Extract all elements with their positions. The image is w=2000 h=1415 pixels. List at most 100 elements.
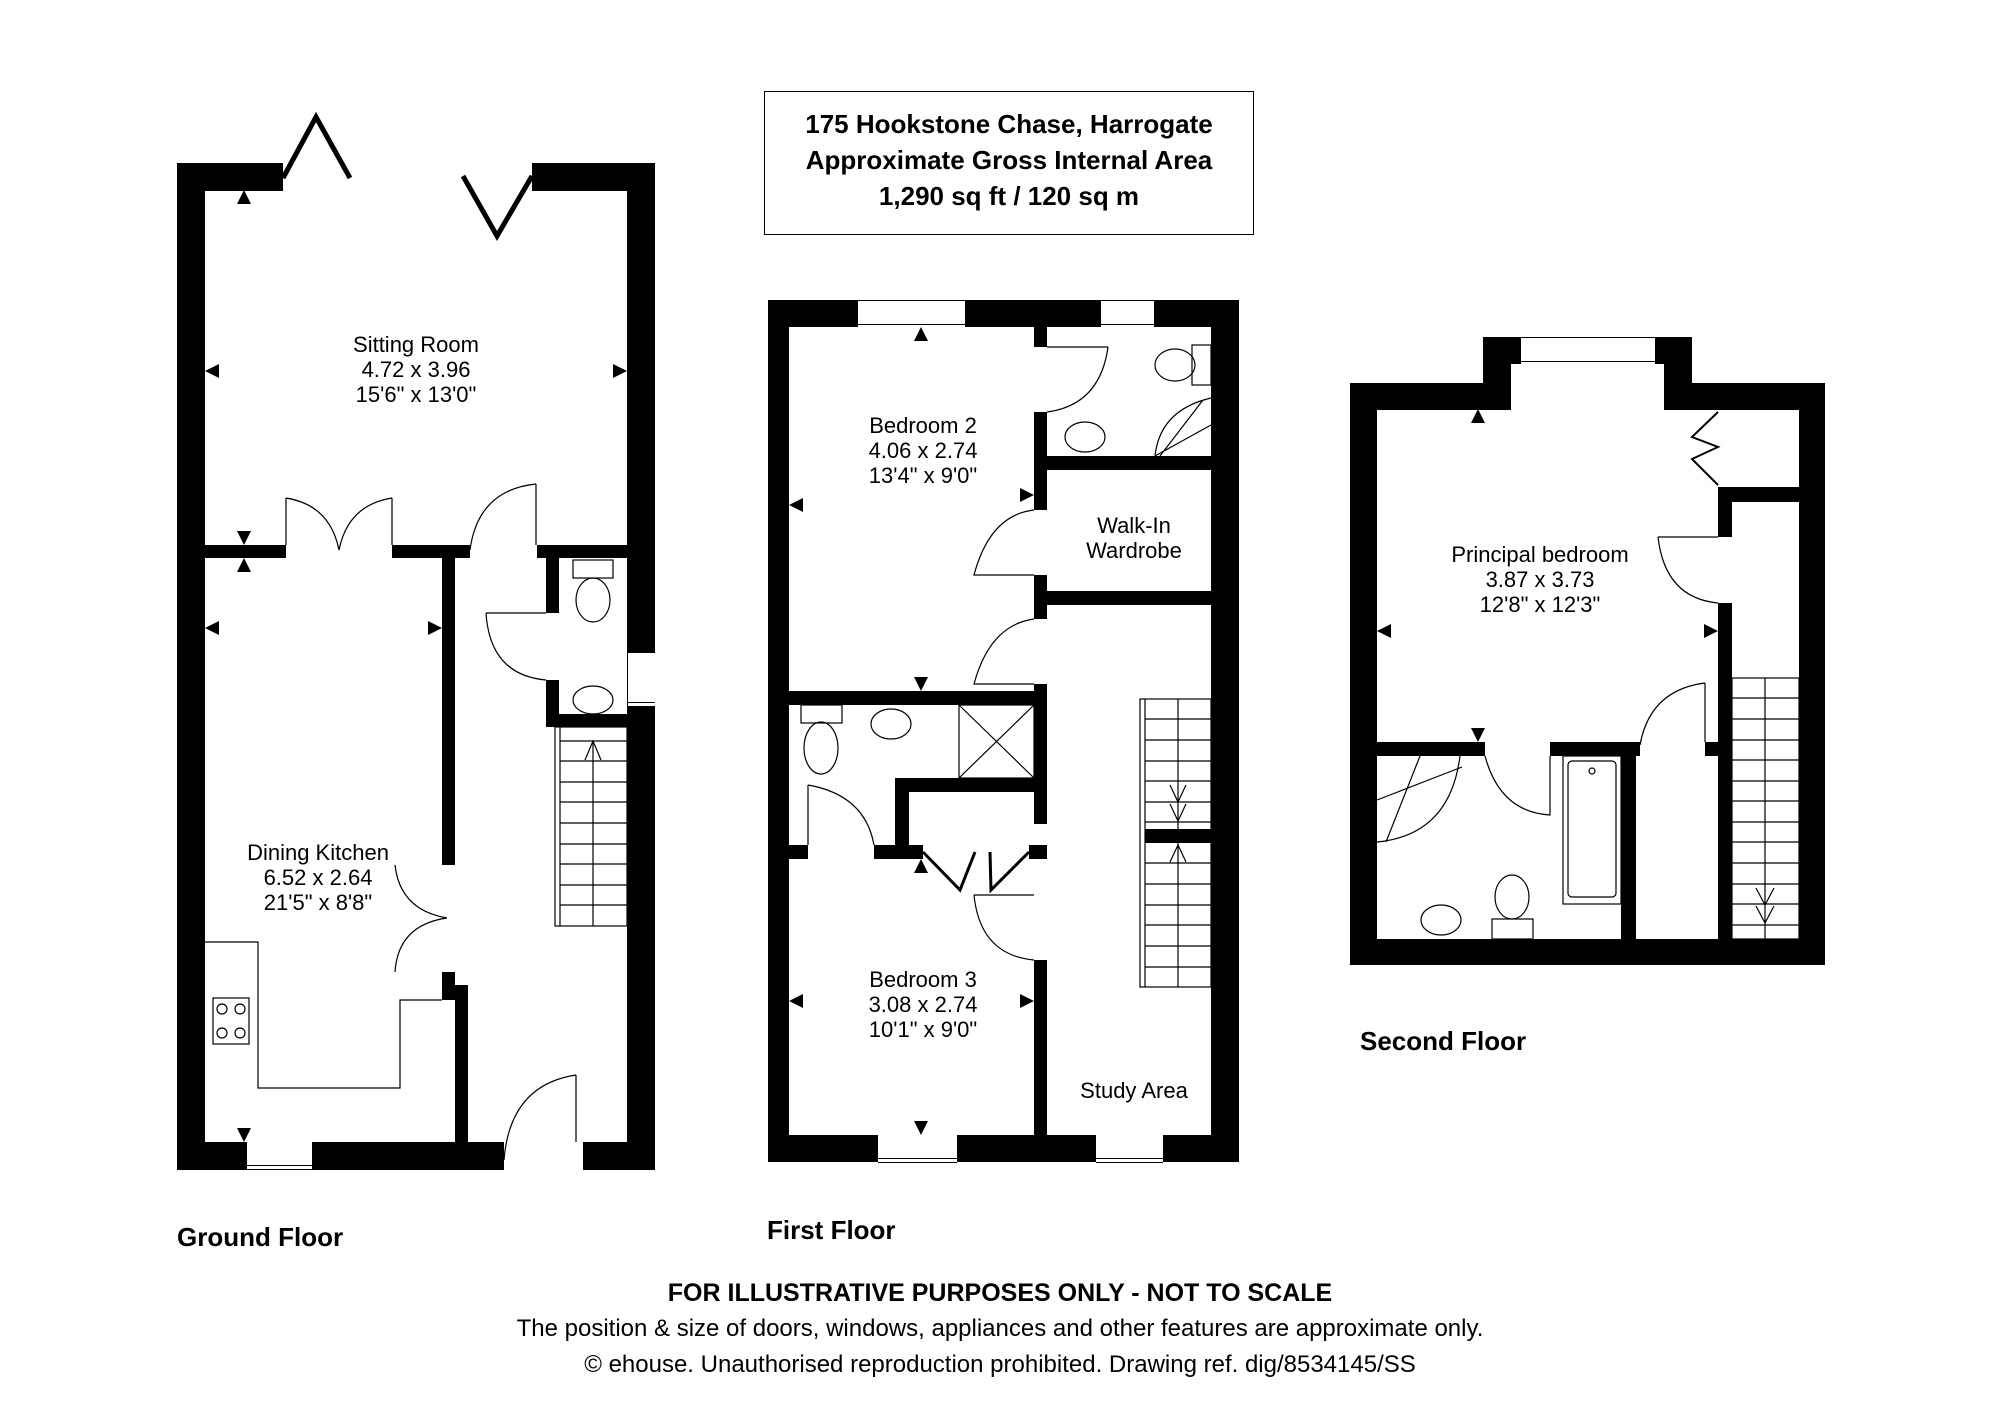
wall <box>546 555 559 613</box>
room-label-study-area: Study Area <box>1064 1078 1204 1103</box>
room-name: Principal bedroom <box>1451 542 1629 567</box>
room-name: Study Area <box>1080 1078 1188 1103</box>
hob-icon <box>212 997 250 1045</box>
room-name: Bedroom 3 <box>869 967 977 992</box>
room-label-walk-in-wardrobe: Walk-In Wardrobe <box>1064 513 1204 563</box>
wall <box>1034 575 1047 619</box>
toilet-icon <box>800 704 843 724</box>
room-imperial: 21'5" x 8'8" <box>263 890 373 915</box>
room-label-dining-kitchen: Dining Kitchen 6.52 x 2.64 21'5" x 8'8" <box>218 840 418 915</box>
footer: FOR ILLUSTRATIVE PURPOSES ONLY - NOT TO … <box>0 1275 2000 1383</box>
toilet-icon <box>1154 348 1196 382</box>
room-name: Sitting Room <box>353 332 479 357</box>
wall <box>1350 383 1377 965</box>
wall <box>1718 487 1799 502</box>
wall <box>768 300 1239 327</box>
wall <box>1047 591 1211 605</box>
wall <box>1034 327 1047 347</box>
room-metric: 4.72 x 3.96 <box>361 357 471 382</box>
wall <box>177 163 283 191</box>
area-value: 1,290 sq ft / 120 sq m <box>878 181 1140 211</box>
door-swing-icon <box>973 509 1035 576</box>
approximation-note: The position & size of doors, windows, a… <box>516 1315 1484 1342</box>
wall <box>1377 742 1485 756</box>
door-swing-icon <box>394 864 448 973</box>
wall <box>177 163 205 1170</box>
basin-icon <box>1064 421 1106 453</box>
door-swing-icon <box>1484 755 1551 816</box>
window <box>878 1135 957 1163</box>
wall <box>455 985 468 1145</box>
kitchen-units-icon <box>205 941 442 1089</box>
floor-title-second: Second Floor <box>1360 1026 1527 1056</box>
wall <box>1034 412 1047 510</box>
toilet-icon <box>1191 344 1212 386</box>
basin-icon <box>1420 904 1462 936</box>
door-swing-icon <box>503 1074 577 1161</box>
shower-tray-icon <box>958 704 1035 779</box>
window <box>1096 1135 1163 1163</box>
bifold-door-icon <box>1690 411 1721 486</box>
wall <box>1718 487 1732 537</box>
room-metric: 4.06 x 2.74 <box>868 438 978 463</box>
room-imperial: 12'8" x 12'3" <box>1479 592 1601 617</box>
stairs-icon <box>1139 698 1212 988</box>
door-swing-icon <box>469 483 537 551</box>
room-metric: 6.52 x 2.64 <box>263 865 373 890</box>
room-imperial: 10'1" x 9'0" <box>868 1017 978 1042</box>
door-swing-icon <box>285 497 393 551</box>
wall <box>1211 300 1239 1162</box>
floor-title-first: First Floor <box>767 1215 896 1245</box>
window <box>627 653 655 706</box>
room-imperial: 15'6" x 13'0" <box>355 382 477 407</box>
toilet-icon <box>572 559 614 579</box>
wall <box>789 845 808 859</box>
wall <box>895 778 1047 792</box>
dimension-arrows <box>205 190 1718 1142</box>
property-address: 175 Hookstone Chase, Harrogate <box>805 109 1213 139</box>
wall <box>583 1142 655 1170</box>
door-swing-icon <box>973 894 1035 961</box>
door-swing-icon <box>973 618 1035 685</box>
room-label-principal-bedroom: Principal bedroom 3.87 x 3.73 12'8" x 12… <box>1420 542 1660 617</box>
wall <box>1047 456 1211 470</box>
wall <box>1799 383 1825 965</box>
room-name: Bedroom 2 <box>869 413 977 438</box>
floor-title-ground: Ground Floor <box>177 1222 344 1252</box>
bifold-door-icon <box>988 850 1031 894</box>
shower-icon <box>1154 397 1212 457</box>
wall <box>537 545 627 558</box>
toilet-icon <box>1491 918 1534 940</box>
room-metric: 3.87 x 3.73 <box>1485 567 1595 592</box>
window <box>858 300 965 328</box>
area-label: Approximate Gross Internal Area <box>805 145 1213 175</box>
room-metric: 3.08 x 2.74 <box>868 992 978 1017</box>
wall <box>874 845 923 859</box>
wall <box>1705 742 1732 756</box>
room-name: Walk-In <box>1097 513 1171 538</box>
wall <box>177 1142 247 1170</box>
wall <box>789 691 1047 705</box>
shower-icon <box>1376 755 1463 843</box>
room-name-line2: Wardrobe <box>1086 538 1182 563</box>
bifold-door-icon <box>280 111 353 180</box>
bifold-door-icon <box>921 850 977 893</box>
wall <box>442 555 455 865</box>
basin-icon <box>572 685 614 715</box>
bath-icon <box>1562 755 1622 905</box>
room-imperial: 13'4" x 9'0" <box>868 463 978 488</box>
disclaimer: FOR ILLUSTRATIVE PURPOSES ONLY - NOT TO … <box>667 1279 1333 1307</box>
wall <box>768 300 789 1162</box>
room-label-sitting-room: Sitting Room 4.72 x 3.96 15'6" x 13'0" <box>316 332 516 407</box>
wall <box>1034 960 1047 1135</box>
wall <box>205 545 286 558</box>
room-label-bedroom-2: Bedroom 2 4.06 x 2.74 13'4" x 9'0" <box>823 413 1023 488</box>
wall <box>392 545 470 558</box>
wall <box>312 1142 504 1170</box>
stairs-icon <box>554 726 628 927</box>
toilet-icon <box>575 577 611 623</box>
toilet-icon <box>803 721 839 775</box>
bifold-door-icon <box>460 174 535 242</box>
wall <box>1483 337 1521 364</box>
